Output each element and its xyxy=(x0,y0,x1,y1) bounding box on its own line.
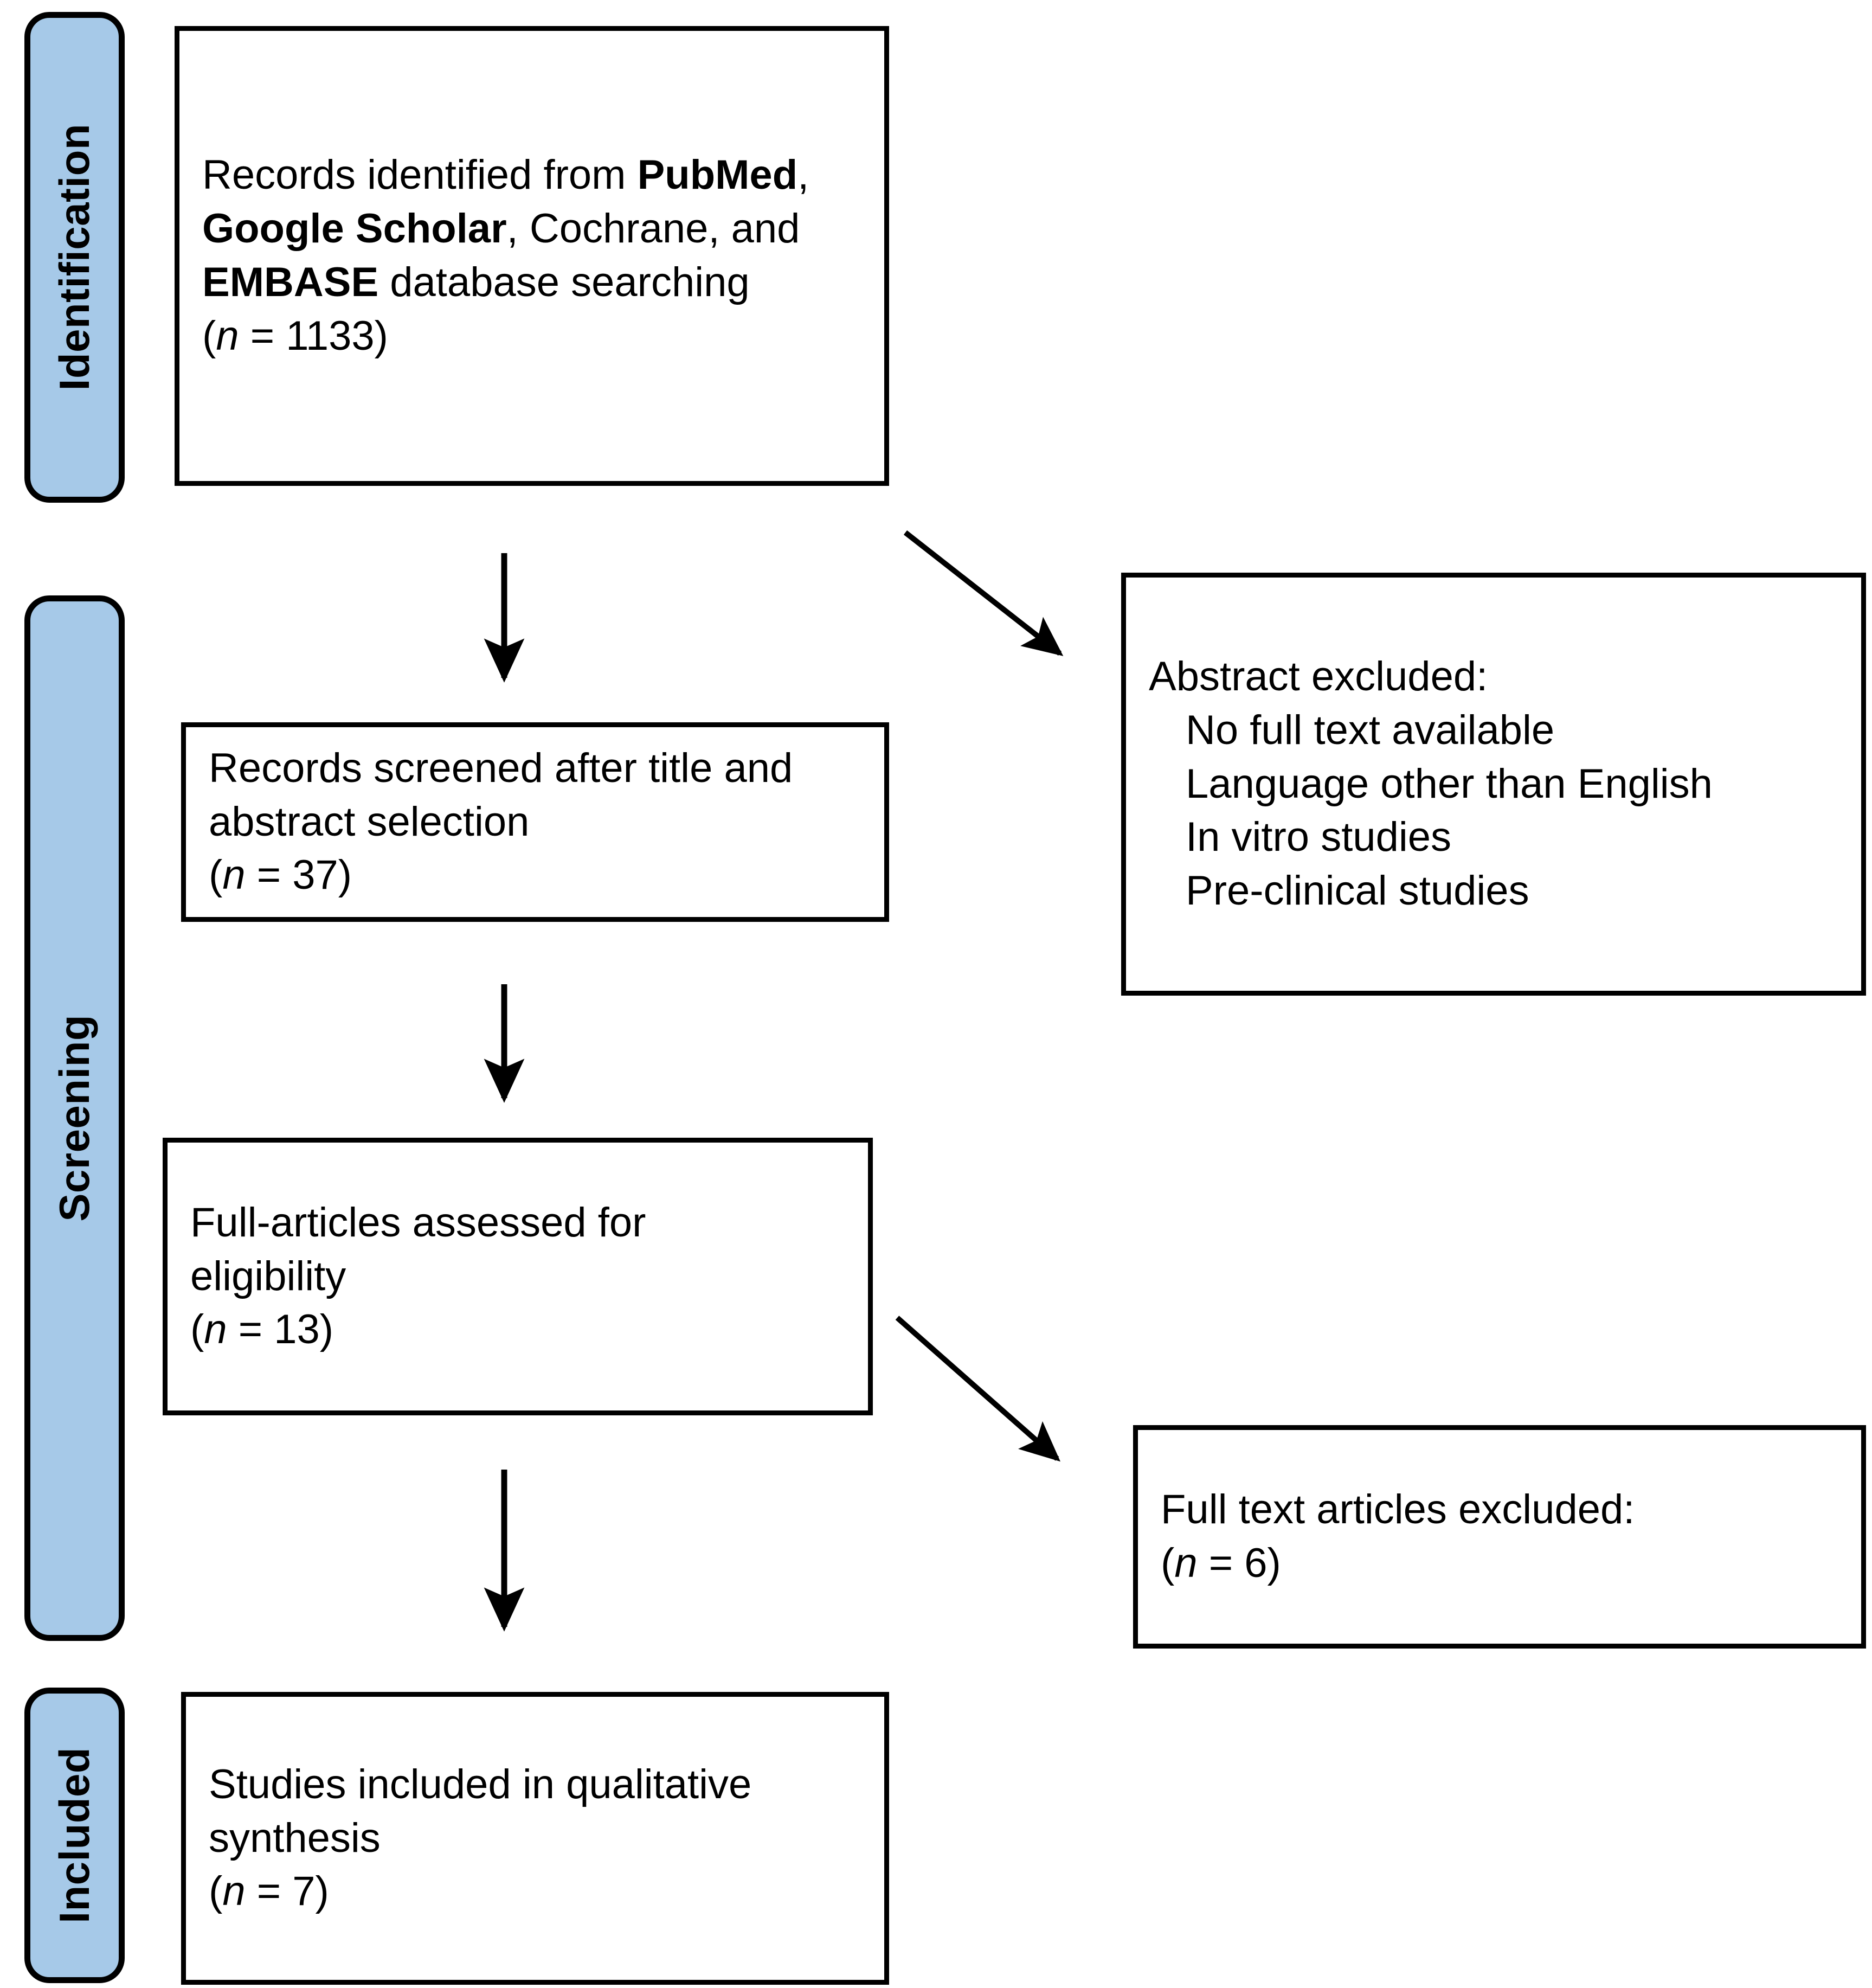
box-fulltext-excluded-text: Full text articles excluded: (n = 6) xyxy=(1138,1483,1861,1591)
text-line: Records identified from PubMed, xyxy=(202,152,809,198)
text-line: No full text available xyxy=(1186,707,1555,753)
stage-label-identification: Identification xyxy=(50,124,98,391)
text-line: Studies included in qualitative xyxy=(209,1761,752,1807)
text-line: eligibility xyxy=(190,1253,346,1299)
text-line: synthesis xyxy=(209,1814,381,1861)
text-line: (n = 1133) xyxy=(202,312,388,359)
stage-pill-included: Included xyxy=(24,1688,125,1983)
stage-pill-screening: Screening xyxy=(24,595,125,1641)
box-studies-included: Studies included in qualitative synthesis… xyxy=(181,1692,889,1985)
text-line: Abstract excluded: xyxy=(1149,653,1488,700)
text-line: (n = 37) xyxy=(209,852,352,899)
arrow-identified-to-abstract-excluded xyxy=(903,530,1064,656)
box-abstract-excluded: Abstract excluded: No full text available… xyxy=(1121,573,1866,996)
box-fullarticles-assessed: Full-articles assessed for eligibility (n … xyxy=(163,1138,873,1415)
text-line: Full text articles excluded: xyxy=(1161,1486,1635,1533)
text-line: Records screened after title and xyxy=(209,745,793,791)
text-line: In vitro studies xyxy=(1186,814,1451,861)
text-line: Pre-clinical studies xyxy=(1186,868,1529,914)
text-line: abstract selection xyxy=(209,798,530,845)
box-records-identified-text: Records identified from PubMed, Google Sc… xyxy=(179,149,884,363)
text-line: Google Scholar, Cochrane, and xyxy=(202,206,800,252)
box-abstract-excluded-text: Abstract excluded: No full text available… xyxy=(1126,650,1861,918)
box-records-screened-text: Records screened after title and abstract… xyxy=(186,742,884,902)
box-fulltext-excluded: Full text articles excluded: (n = 6) xyxy=(1133,1425,1866,1649)
stage-label-included: Included xyxy=(50,1747,98,1923)
box-records-identified: Records identified from PubMed, Google Sc… xyxy=(175,26,889,486)
box-studies-included-text: Studies included in qualitative synthesis… xyxy=(186,1758,884,1919)
stage-pill-identification: Identification xyxy=(24,12,125,503)
box-records-screened: Records screened after title and abstract… xyxy=(181,722,889,922)
text-line: (n = 6) xyxy=(1161,1540,1281,1586)
text-line: Language other than English xyxy=(1186,760,1713,807)
arrow-eligibility-to-fulltext-excluded xyxy=(895,1316,1061,1462)
stage-label-screening: Screening xyxy=(50,1015,98,1222)
text-line: EMBASE database searching xyxy=(202,259,750,305)
text-line: (n = 7) xyxy=(209,1868,329,1915)
box-fullarticles-assessed-text: Full-articles assessed for eligibility (n … xyxy=(168,1196,868,1357)
text-line: Full-articles assessed for xyxy=(190,1199,646,1246)
text-line: (n = 13) xyxy=(190,1306,334,1353)
